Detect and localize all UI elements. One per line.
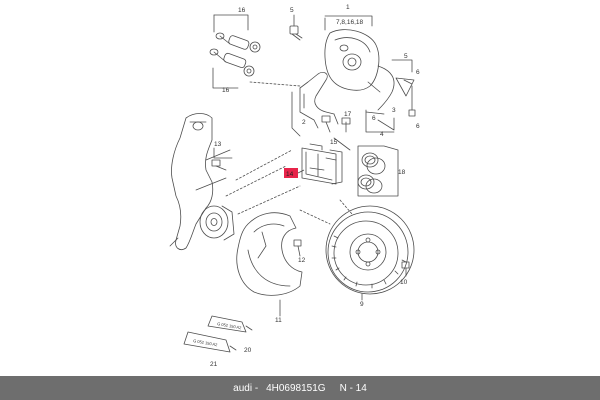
callout-14: 14 [286,171,294,178]
callout-4: 4 [380,131,384,138]
callout-15: 15 [330,139,338,146]
callout-5-right: 5 [404,53,408,60]
callout-6-bolt: 6 [416,123,420,130]
brake-pads [301,143,343,185]
bleeder-screw [289,14,303,41]
position-label: N - 14 [339,382,367,394]
callout-21: 21 [210,361,218,368]
tube-1-label: G 052 150 A2 [217,321,243,330]
steering-knuckle [169,113,235,250]
callout-20: 20 [244,347,252,354]
callout-5-top: 5 [290,7,294,14]
bolt-10 [401,261,410,277]
grease-tubes [183,315,253,353]
callout-3: 3 [392,107,396,114]
leader-lines [225,81,353,225]
callout-18: 18 [398,169,406,176]
callout-6-upper: 6 [416,69,420,76]
bolt-12 [293,239,302,257]
callout-16-bottom: 16 [222,87,230,94]
brand-label: audi [233,382,253,394]
callout-9: 9 [360,301,364,308]
highlighted-item-14[interactable]: 14 [284,168,305,178]
wear-sensor-cable [365,59,416,133]
callout-16-top: 16 [238,7,246,14]
dust-shield [236,212,303,317]
brake-caliper [324,15,381,93]
callout-12: 12 [298,257,306,264]
callout-10: 10 [400,279,408,286]
callout-7-8-16-18: 7,8,16,18 [336,19,363,26]
callout-11: 11 [275,317,282,324]
part-number: 4H0698151G [266,382,326,394]
callout-1: 1 [346,4,350,11]
callout-2: 2 [302,119,306,126]
callout-6-lower: 6 [372,115,376,122]
callout-17: 17 [344,111,352,118]
piston-seals [357,145,399,197]
part-info-footer: audi - 4H0698151G N - 14 [0,376,600,400]
tube-2-label: G 052 150 A2 [193,338,219,347]
callout-13: 13 [214,141,222,148]
caliper-carrier [291,72,339,137]
callout-labels: 16 5 1 7,8,16,18 5 6 2 3 6 6 4 17 15 13 … [210,4,420,368]
guide-pin-bolts [209,14,261,89]
bolt-13 [211,147,233,171]
small-bolts [321,115,351,151]
brake-disc [325,205,415,301]
